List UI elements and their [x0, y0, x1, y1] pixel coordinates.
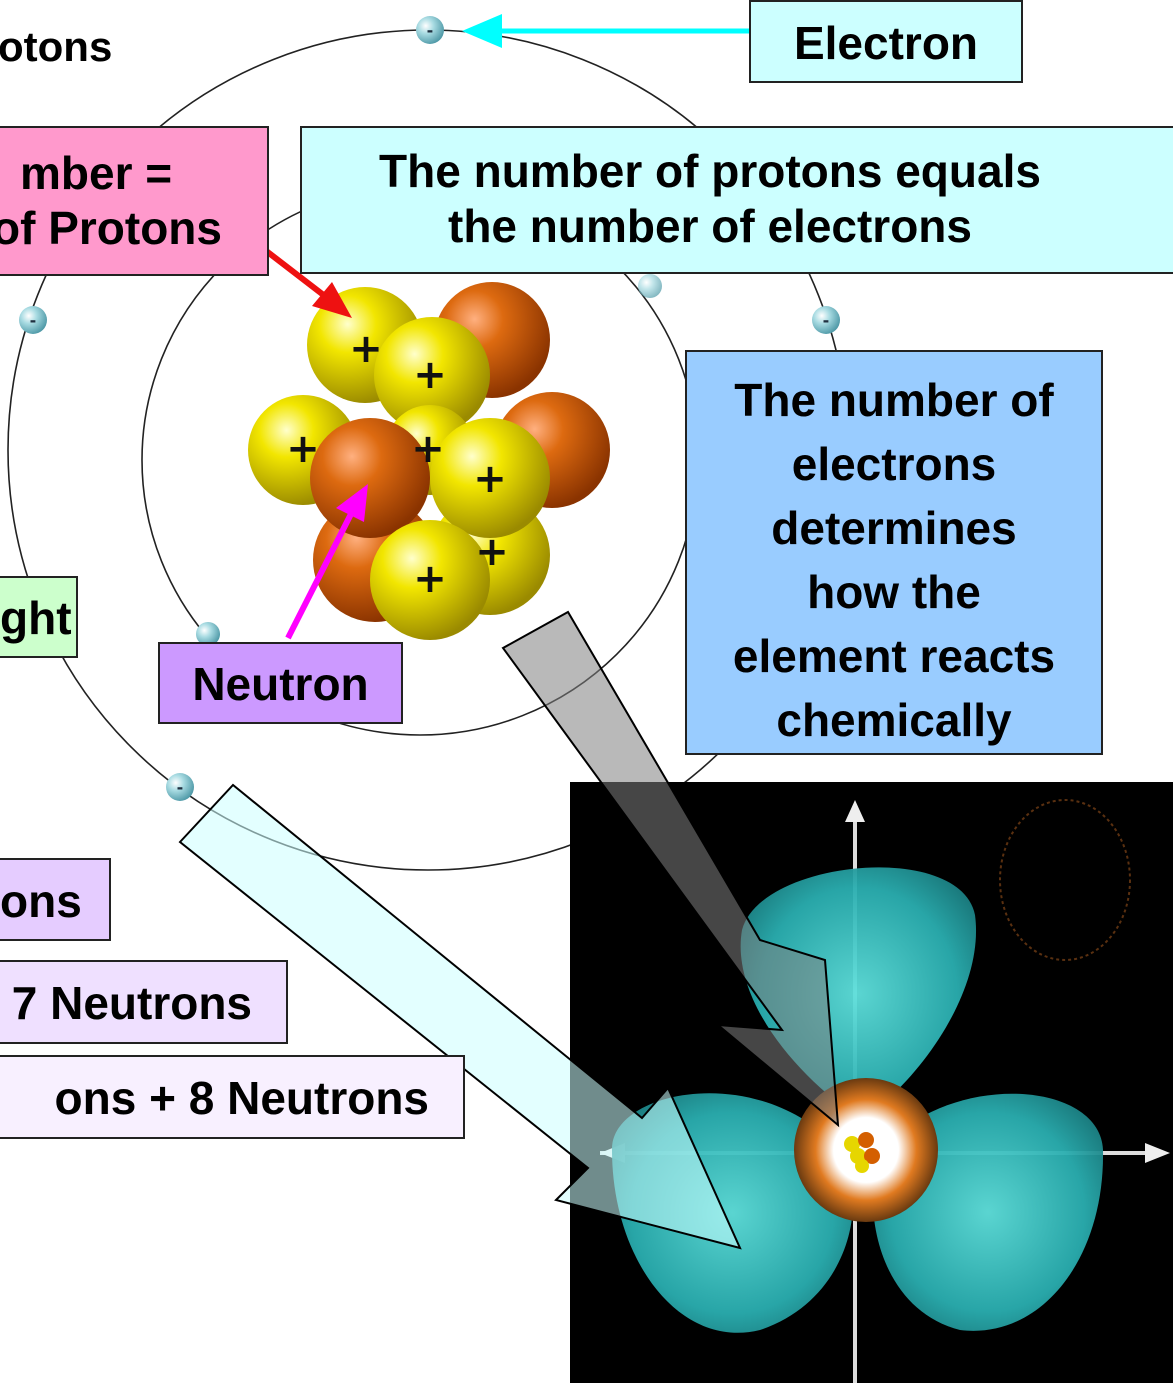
electrons-reactivity-label: The number of electrons determines how t… [685, 350, 1103, 755]
proton-icon [374, 317, 490, 433]
neutron-arrow [285, 510, 355, 640]
isotope-label-1: ons [0, 858, 111, 941]
svg-text:-: - [177, 778, 184, 797]
svg-text:+: + [411, 426, 445, 472]
proton-icon [430, 418, 550, 538]
svg-text:+: + [413, 352, 447, 398]
reactivity-line6: chemically [776, 694, 1012, 746]
weight-label: ght [0, 576, 78, 658]
svg-text:+: + [475, 529, 509, 575]
protons-equal-line2: the number of electrons [448, 200, 972, 253]
proton-icon [370, 520, 490, 640]
reactivity-line5: element reacts [732, 630, 1056, 682]
electron-icon: - [19, 306, 47, 334]
reactivity-line1: The number of [734, 374, 1054, 426]
electron-icon [196, 622, 220, 646]
protons-equal-line1: The number of protons equals [379, 145, 1041, 197]
reactivity-line4: how the [807, 566, 981, 618]
neutron-label: Neutron [158, 642, 403, 724]
isotope-label-2: 7 Neutrons [0, 960, 288, 1044]
svg-text:+: + [413, 556, 447, 602]
svg-text:+: + [473, 456, 507, 502]
zoom-arrow-lower [178, 783, 742, 1250]
electron-arrowhead [462, 14, 502, 48]
electron-icon: - [416, 16, 444, 44]
electron-icon [638, 274, 662, 298]
electron-icon: - [812, 306, 840, 334]
nucleus: + + + + + + + [248, 282, 610, 640]
zoom-arrow-upper [501, 610, 840, 1128]
svg-text:-: - [823, 311, 830, 330]
protons-label: otons [0, 23, 113, 70]
reactivity-line3: determines [771, 502, 1017, 554]
neutron-arrowhead [336, 484, 368, 522]
atomic-number-label: mber = of Protons [0, 126, 269, 276]
protons-equal-electrons-label: The number of protons equals the number … [300, 126, 1173, 274]
electron-icon: - [166, 773, 194, 801]
svg-text:+: + [349, 326, 383, 372]
atomic-number-line1: mber = [20, 147, 173, 199]
proton-arrowhead [312, 282, 352, 318]
isotope-label-3: ons + 8 Neutrons [0, 1055, 465, 1139]
atomic-number-line2: of Protons [0, 202, 222, 255]
electron-label: Electron [749, 0, 1023, 83]
svg-text:+: + [286, 426, 320, 472]
reactivity-line2: electrons [791, 438, 997, 490]
orbital-icon [570, 782, 1173, 1383]
svg-text:-: - [427, 21, 434, 40]
svg-text:-: - [30, 311, 37, 330]
